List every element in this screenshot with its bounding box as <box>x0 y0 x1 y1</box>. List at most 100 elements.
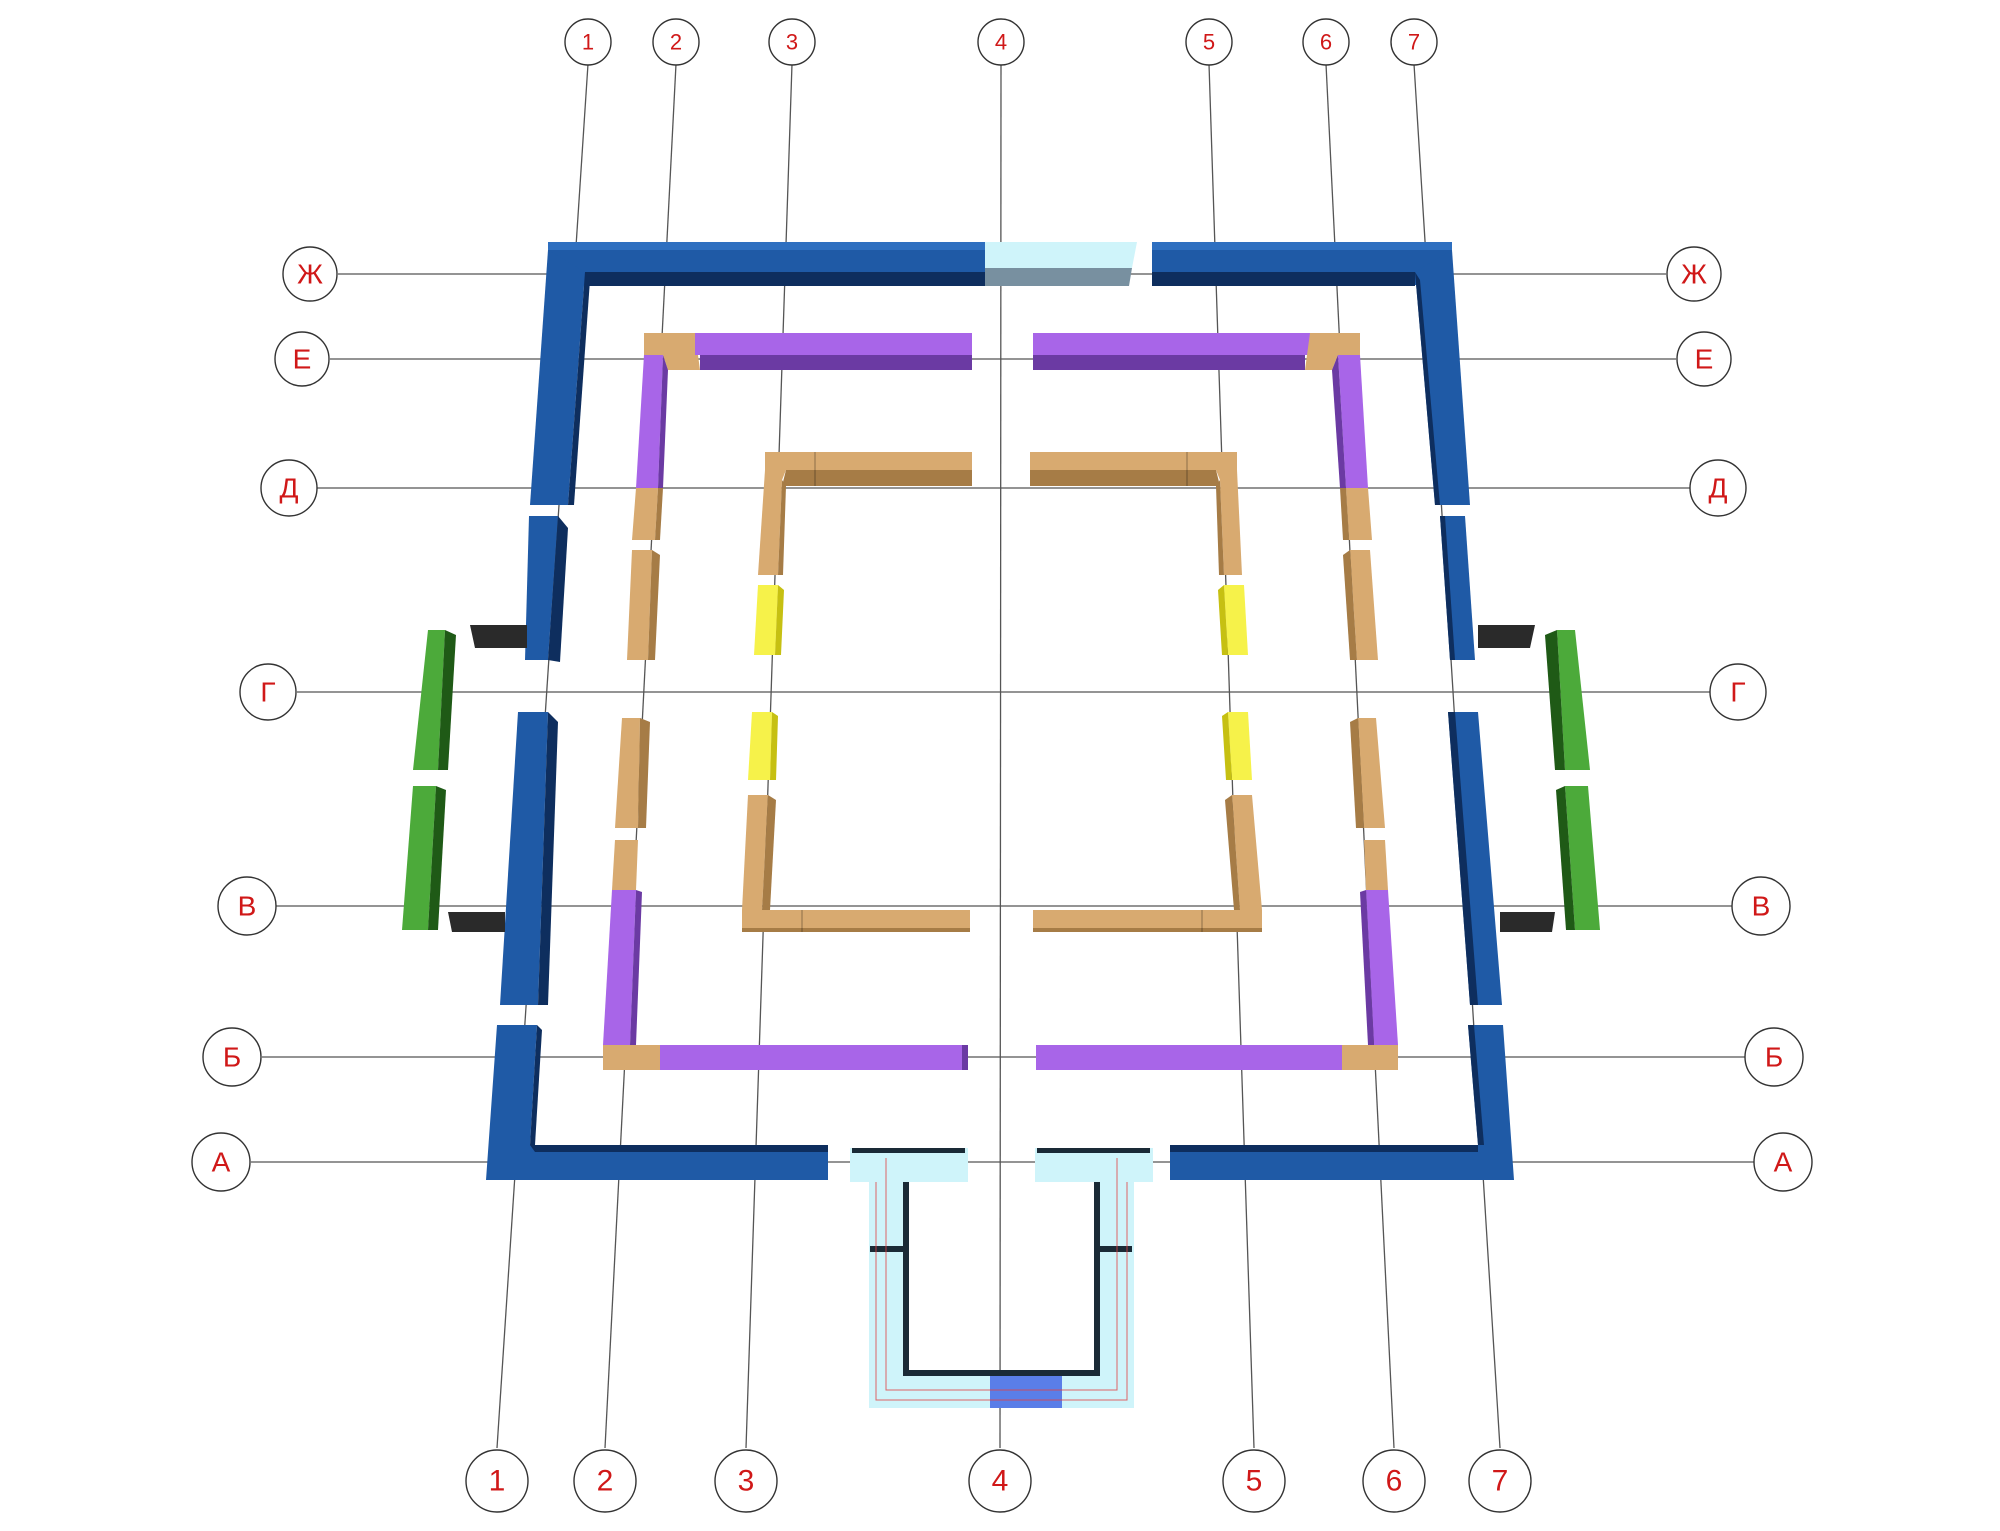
col-label-bottom-6: 6 <box>1362 1449 1426 1513</box>
yellow-block-left-upper-side <box>775 585 784 655</box>
entrance-left-leg <box>869 1182 909 1408</box>
middle-wall-top-left-face <box>700 355 972 370</box>
outer-wall-left-upper <box>530 250 585 505</box>
inner-wall-right-lower-side <box>1225 795 1240 910</box>
col-label-top-6: 6 <box>1302 18 1350 66</box>
entrance-blue-block <box>990 1376 1062 1408</box>
inner-wall-bottom-right <box>1033 910 1262 928</box>
col-label-text: 3 <box>786 30 798 55</box>
row-grid-lines <box>251 273 1754 1163</box>
outer-wall-left-mid <box>525 516 558 660</box>
middle-wall-right-upper-tan-side <box>1340 488 1349 540</box>
row-label-left-v: В <box>217 876 277 936</box>
left-dark-connector-upper <box>470 625 527 648</box>
outer-wall-top-left-shadow <box>585 272 985 286</box>
middle-wall-bottom-left <box>660 1045 966 1070</box>
left-green-lower-side <box>428 786 446 930</box>
left-dark-connector-lower <box>448 912 505 932</box>
right-green-lower-side <box>1556 786 1575 930</box>
middle-wall-right-upper-tan <box>1346 488 1372 540</box>
outer-wall-top-left <box>548 242 985 250</box>
entrance-right-leg-shadow <box>1094 1182 1100 1375</box>
entrance-left-leg-shadow <box>903 1182 909 1375</box>
row-label-right-g: Г <box>1709 663 1767 721</box>
top-entrance-block <box>985 242 1137 268</box>
yellow-block-right-upper <box>1224 585 1248 655</box>
grid-line-col-4 <box>999 63 1002 1449</box>
side-annexes <box>402 625 1600 932</box>
middle-wall-right-bottom-purple <box>1366 890 1398 1045</box>
row-label-text: Б <box>223 1042 241 1073</box>
row-label-text: Ж <box>297 259 323 290</box>
col-label-text: 4 <box>995 30 1007 55</box>
column-labels-bottom: 1 2 3 4 5 6 7 <box>465 1449 1532 1513</box>
outer-wall-top-right <box>1152 242 1452 250</box>
col-label-top-1: 1 <box>564 18 612 66</box>
entrance-right-leg <box>1094 1182 1134 1408</box>
outer-wall-right-lower <box>1448 712 1502 1005</box>
col-label-text: 3 <box>738 1465 755 1498</box>
middle-wall-left-upper-purple-side <box>658 355 668 488</box>
col-label-bottom-2: 2 <box>573 1449 637 1513</box>
entrance-seam-inner <box>885 1158 1118 1391</box>
row-label-text: А <box>212 1147 231 1178</box>
middle-wall-left-mid <box>627 550 652 660</box>
row-label-text: В <box>238 891 257 922</box>
middle-corner-bottom-right <box>1342 1045 1398 1070</box>
row-label-text: Д <box>1709 473 1728 504</box>
middle-wall-right-lower <box>1358 718 1385 828</box>
row-label-right-zh: Ж <box>1666 246 1722 302</box>
outer-wall-right-upper <box>1415 250 1470 505</box>
middle-wall-right-bottom-purple-side <box>1360 890 1374 1045</box>
middle-corner-bottom-left <box>603 1045 660 1070</box>
middle-wall-bottom-left-edge <box>962 1045 968 1070</box>
middle-wall-left-bottom-tan <box>612 840 638 890</box>
middle-wall-left-upper-tan <box>632 488 658 540</box>
row-label-right-b: Б <box>1744 1027 1804 1087</box>
row-label-text: В <box>1752 891 1771 922</box>
outer-wall-left-bottom-top <box>530 1145 828 1152</box>
middle-corner-top-left <box>644 333 700 370</box>
outer-wall-left-lower-side <box>538 712 558 1005</box>
inner-wall-top-right <box>1030 452 1237 480</box>
top-entrance-block-face <box>985 268 1132 286</box>
inner-wall-bottom-left-face <box>742 928 970 932</box>
middle-corner-top-right <box>1305 333 1360 370</box>
yellow-block-right-lower <box>1228 712 1252 780</box>
yellow-block-left-upper <box>754 585 778 655</box>
col-label-bottom-1: 1 <box>465 1449 529 1513</box>
middle-wall-left-upper-tan-side <box>655 488 663 540</box>
middle-wall-top-left <box>695 333 972 355</box>
col-label-bottom-4: 4 <box>968 1449 1032 1513</box>
col-label-top-7: 7 <box>1390 18 1438 66</box>
inner-wall-top-left <box>765 452 972 480</box>
row-label-text: Е <box>293 344 312 375</box>
row-label-right-a: А <box>1753 1132 1813 1192</box>
col-label-text: 7 <box>1408 30 1420 55</box>
inner-wall-left-upper <box>758 470 782 575</box>
inner-wall-bottom-left <box>742 910 970 928</box>
outer-wall-right-bottom-top <box>1170 1145 1478 1152</box>
middle-wall-left-upper-purple <box>636 355 663 488</box>
yellow-block-left-lower <box>748 712 772 780</box>
col-label-bottom-7: 7 <box>1468 1449 1532 1513</box>
row-label-text: А <box>1774 1147 1793 1178</box>
row-label-text: Ж <box>1681 259 1707 290</box>
col-label-bottom-3: 3 <box>714 1449 778 1513</box>
inner-ring-walls <box>742 452 1262 932</box>
row-label-right-v: В <box>1731 876 1791 936</box>
inner-wall-bottom-right-face <box>1033 928 1262 932</box>
col-label-text: 5 <box>1203 30 1215 55</box>
inner-wall-left-lower <box>742 795 768 910</box>
middle-wall-left-lower-side <box>638 718 650 828</box>
middle-wall-left-bottom-purple-side <box>630 890 642 1045</box>
middle-wall-bottom-right <box>1036 1045 1342 1070</box>
row-label-left-zh: Ж <box>282 246 338 302</box>
left-green-upper <box>413 630 445 770</box>
row-label-right-e: Е <box>1676 331 1732 387</box>
outer-wall-left-lower <box>500 712 548 1005</box>
middle-wall-top-right-face <box>1033 355 1305 370</box>
right-dark-connector-upper <box>1478 625 1535 648</box>
col-label-text: 4 <box>992 1465 1009 1498</box>
